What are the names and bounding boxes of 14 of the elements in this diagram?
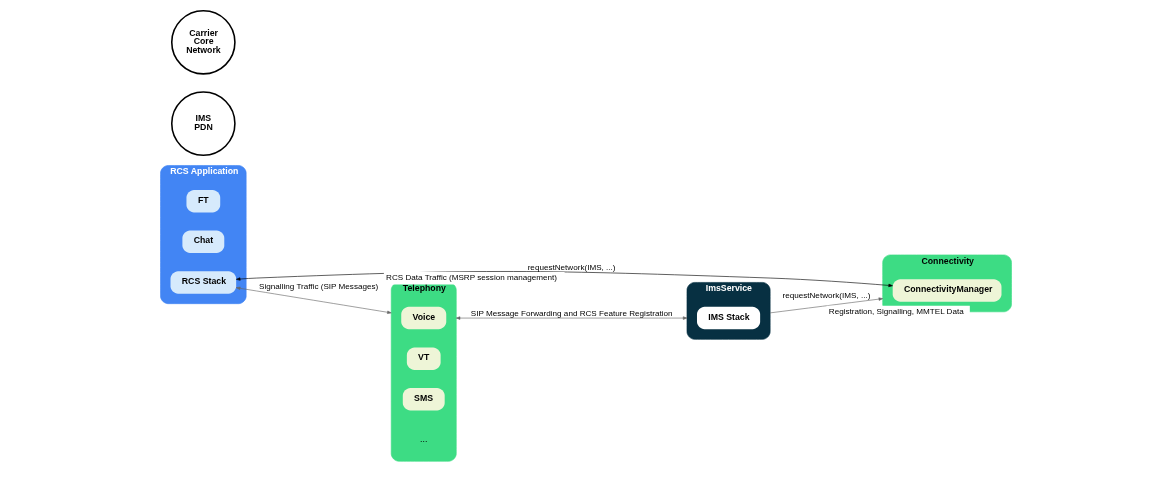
- node-box: SMS: [402, 388, 445, 411]
- node-box: RCS Stack: [170, 271, 237, 294]
- node-box: FT: [186, 189, 221, 213]
- arrow: [769, 297, 883, 314]
- node-circle: Carrier Core Network: [171, 9, 236, 75]
- arrow: [455, 316, 688, 320]
- node-box: VT: [406, 347, 441, 370]
- node-box: Chat: [182, 230, 225, 254]
- node-box: IMS Stack: [697, 306, 761, 330]
- label: ...: [420, 434, 428, 445]
- node-circle: IMS PDN: [171, 91, 236, 156]
- node-box: Voice: [401, 306, 447, 330]
- arrow: [236, 286, 392, 314]
- node-box: ConnectivityManager: [892, 279, 1002, 302]
